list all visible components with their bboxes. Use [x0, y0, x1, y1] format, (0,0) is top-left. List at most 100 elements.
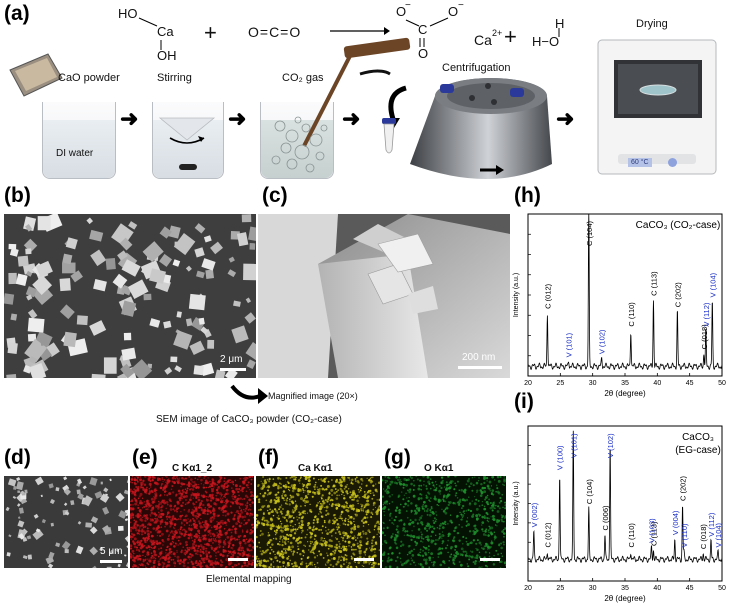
map-dot	[460, 488, 464, 492]
map-dot	[242, 549, 244, 552]
map-dot	[401, 543, 405, 547]
sem-particle	[117, 525, 124, 531]
map-dot	[153, 499, 156, 501]
map-dot	[226, 484, 230, 487]
map-dot	[441, 522, 444, 525]
map-dot	[130, 499, 134, 503]
map-dot	[270, 566, 273, 568]
carbonate-o2-charge: −	[458, 0, 464, 11]
panel-label-e: (e)	[132, 446, 158, 469]
map-dot	[422, 503, 425, 506]
map-dot	[366, 477, 368, 479]
map-dot	[301, 561, 304, 564]
map-dot	[263, 559, 266, 563]
sem-particle	[45, 342, 60, 357]
map-dot	[284, 537, 288, 541]
map-dot	[168, 492, 172, 496]
map-dot	[238, 538, 240, 541]
map-dot	[195, 508, 198, 511]
map-dot	[147, 563, 150, 566]
map-dot	[272, 550, 275, 553]
map-dot	[181, 483, 184, 486]
sem-particle	[121, 347, 137, 361]
map-dot	[328, 538, 332, 542]
map-dot	[284, 547, 288, 551]
map-dot	[306, 512, 309, 514]
map-dot	[259, 561, 263, 565]
map-dot	[263, 511, 265, 514]
map-dot	[273, 530, 276, 532]
map-dot	[352, 517, 355, 520]
map-dot	[343, 494, 345, 497]
map-dot	[280, 504, 283, 506]
map-dot	[174, 555, 176, 557]
map-dot	[147, 504, 151, 507]
map-dot	[152, 527, 156, 530]
map-dot	[238, 506, 241, 508]
scale-text-b: 2 μm	[220, 354, 243, 365]
map-dot	[345, 558, 348, 561]
map-dot	[243, 523, 245, 526]
map-dot	[358, 546, 362, 550]
map-dot	[257, 483, 260, 487]
map-dot	[464, 554, 468, 558]
map-dot	[448, 559, 450, 562]
map-dot	[226, 554, 229, 557]
map-dot	[290, 550, 293, 553]
map-dot	[398, 533, 400, 535]
map-dot	[212, 487, 215, 490]
map-dot	[396, 556, 399, 559]
map-dot	[453, 554, 455, 556]
map-dot	[157, 555, 160, 558]
map-dot	[320, 478, 323, 481]
sem-particle	[33, 513, 39, 519]
map-dot	[357, 488, 360, 491]
map-dot	[245, 538, 248, 541]
map-dot	[330, 488, 334, 492]
map-dot	[412, 494, 416, 498]
map-dot	[326, 500, 329, 503]
map-dot	[467, 523, 471, 527]
map-dot	[368, 563, 370, 565]
map-dot	[143, 525, 147, 528]
map-dot	[252, 523, 254, 526]
map-dot	[334, 550, 337, 552]
map-dot	[501, 555, 504, 557]
map-dot	[256, 517, 258, 520]
map-dot	[471, 550, 474, 553]
map-dot	[134, 499, 138, 502]
map-dot	[200, 483, 202, 485]
map-dot	[441, 526, 445, 529]
map-dot	[133, 559, 136, 563]
map-dot	[340, 547, 343, 550]
map-dot	[167, 511, 170, 514]
map-dot	[229, 550, 231, 553]
map-dot	[145, 504, 148, 508]
map-dot	[206, 498, 209, 502]
sem-particle	[24, 489, 28, 494]
map-dot	[163, 479, 166, 481]
map-dot	[319, 505, 322, 509]
map-dot	[448, 490, 451, 493]
map-dot	[386, 485, 390, 488]
map-dot	[386, 491, 389, 495]
map-dot	[200, 478, 203, 482]
map-dot	[279, 525, 282, 528]
map-dot	[209, 520, 213, 523]
map-dot	[245, 508, 247, 510]
map-dot	[176, 549, 178, 552]
map-dot	[156, 477, 160, 480]
sem-particle	[16, 481, 24, 491]
sem-particle	[109, 478, 112, 482]
map-dot	[284, 528, 288, 531]
sem-particle	[20, 492, 27, 500]
map-dot	[308, 476, 312, 478]
map-dot	[212, 506, 215, 509]
map-dot	[486, 485, 490, 488]
map-dot	[200, 499, 203, 503]
sem-particle	[100, 481, 103, 485]
panel-label-a: (a)	[4, 2, 30, 25]
map-dot	[146, 551, 150, 554]
map-dot	[272, 514, 275, 517]
sem-particle	[164, 367, 173, 375]
